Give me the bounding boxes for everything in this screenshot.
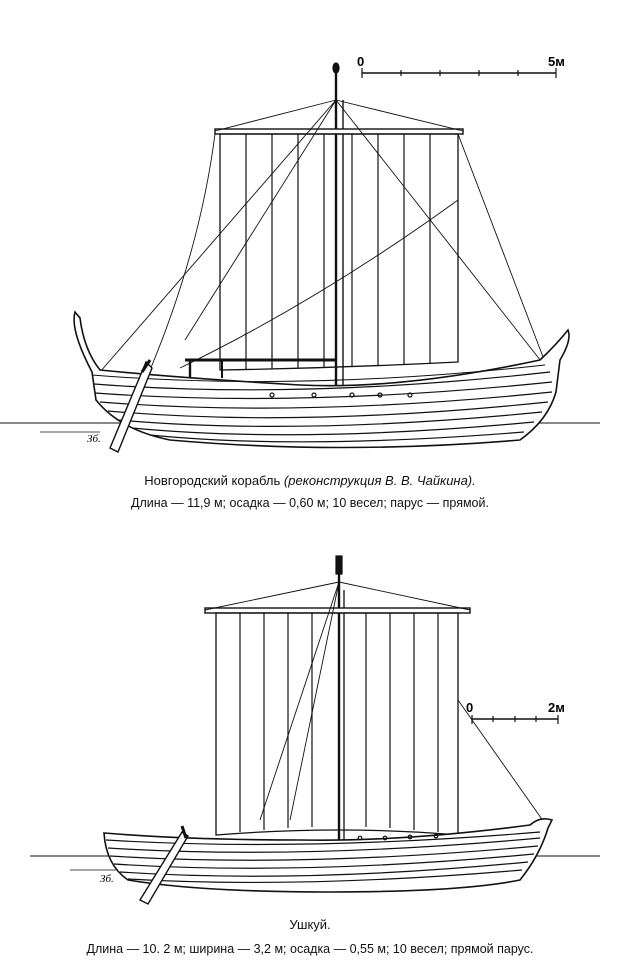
figure2-caption-title: Ушкуй. (289, 917, 331, 932)
scale-end-label: 5м (548, 54, 565, 69)
square-sail (215, 612, 459, 836)
square-sail (219, 133, 459, 371)
novgorod-ship-figure: 0 5м Зб. (0, 0, 620, 470)
hull (73, 310, 570, 449)
figure1-dimensions: Длина — 11,9 м; осадка — 0,60 м; 10 весе… (131, 496, 489, 510)
scale-bar-5m (361, 68, 557, 78)
figure1-caption-title: Новгородский корабль (реконструкция В. В… (0, 472, 620, 490)
figure1-reconstruction-note: (реконструкция В. В. Чайкина). (283, 473, 476, 488)
steering-oar (109, 359, 153, 453)
steering-oar (139, 825, 189, 905)
scale-end-label: 2м (548, 700, 565, 715)
figure2-dimensions: Длина — 10. 2 м; ширина — 3,2 м; осадка … (86, 942, 534, 956)
scale-zero-label: 0 (466, 700, 473, 715)
figure1-title: Новгородский корабль (144, 473, 281, 488)
scale-zero-label: 0 (357, 54, 364, 69)
scale-bar-2m (471, 715, 559, 724)
yard (214, 128, 464, 135)
novgorod-ship-drawing: 0 5м Зб. (0, 54, 600, 453)
artist-signature: Зб. (87, 433, 101, 445)
ushkuy-drawing: 0 2м Зб. (30, 555, 600, 905)
artist-signature: Зб. (100, 873, 114, 885)
ushkuy-figure: 0 2м Зб. (0, 520, 620, 915)
